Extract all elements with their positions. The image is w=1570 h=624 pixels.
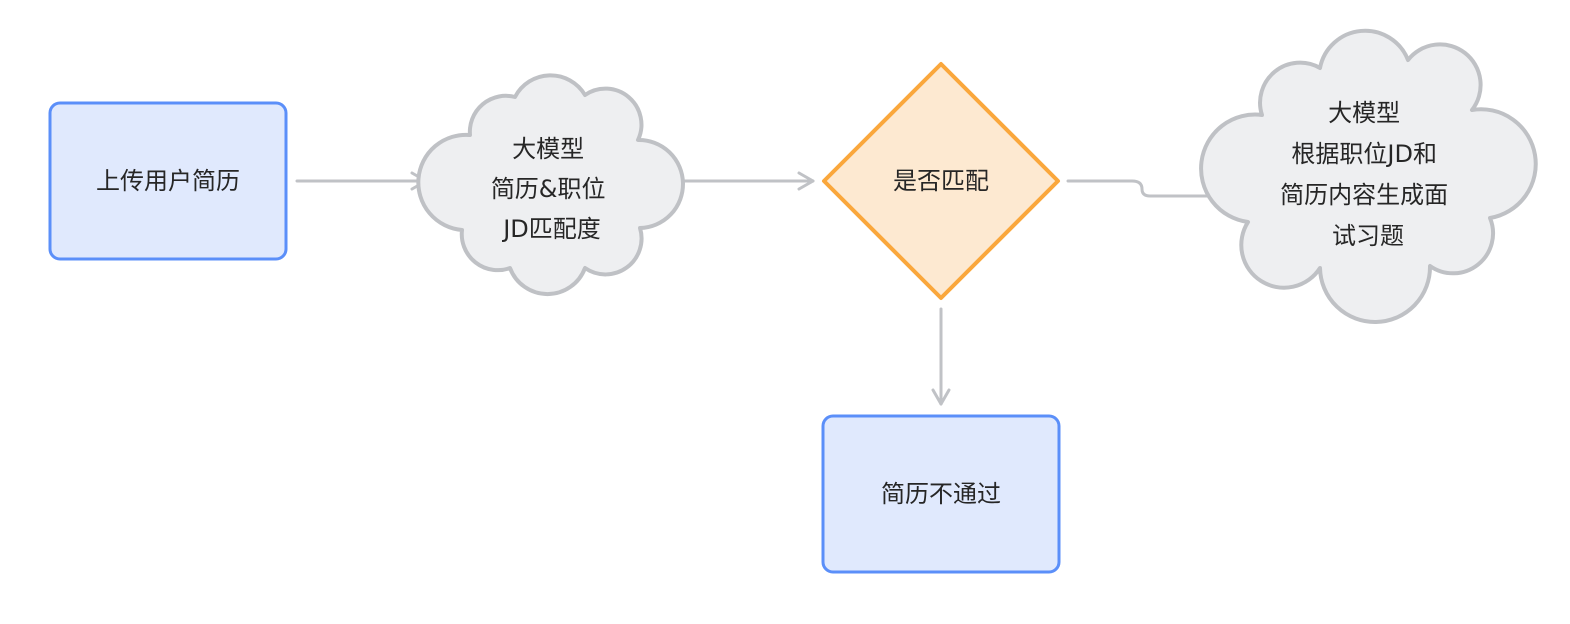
connectors [295, 171, 1240, 406]
edge-decision-to-generate-questions [1066, 179, 1240, 206]
process-box [821, 414, 1061, 574]
cloud-shape [1199, 28, 1538, 324]
node-label: 简历不通过 [881, 480, 1001, 508]
node-resume-rejected: 简历不通过 [821, 414, 1061, 574]
cloud-shape [416, 73, 685, 296]
node-llm-match-score: 大模型 简历&职位 JD匹配度 [416, 73, 685, 296]
node-match-decision: 是否匹配 [822, 62, 1060, 300]
node-label: 是否匹配 [893, 167, 989, 195]
node-label: 大模型 简历&职位 JD匹配度 [491, 135, 613, 243]
node-label: 上传用户简历 [96, 167, 240, 195]
node-label: 大模型 根据职位JD和 简历内容生成面 试习题 [1280, 99, 1456, 250]
node-llm-generate-questions: 大模型 根据职位JD和 简历内容生成面 试习题 [1199, 28, 1538, 324]
node-upload-resume: 上传用户简历 [48, 101, 288, 261]
decision-diamond [822, 62, 1060, 300]
process-box [48, 101, 288, 261]
